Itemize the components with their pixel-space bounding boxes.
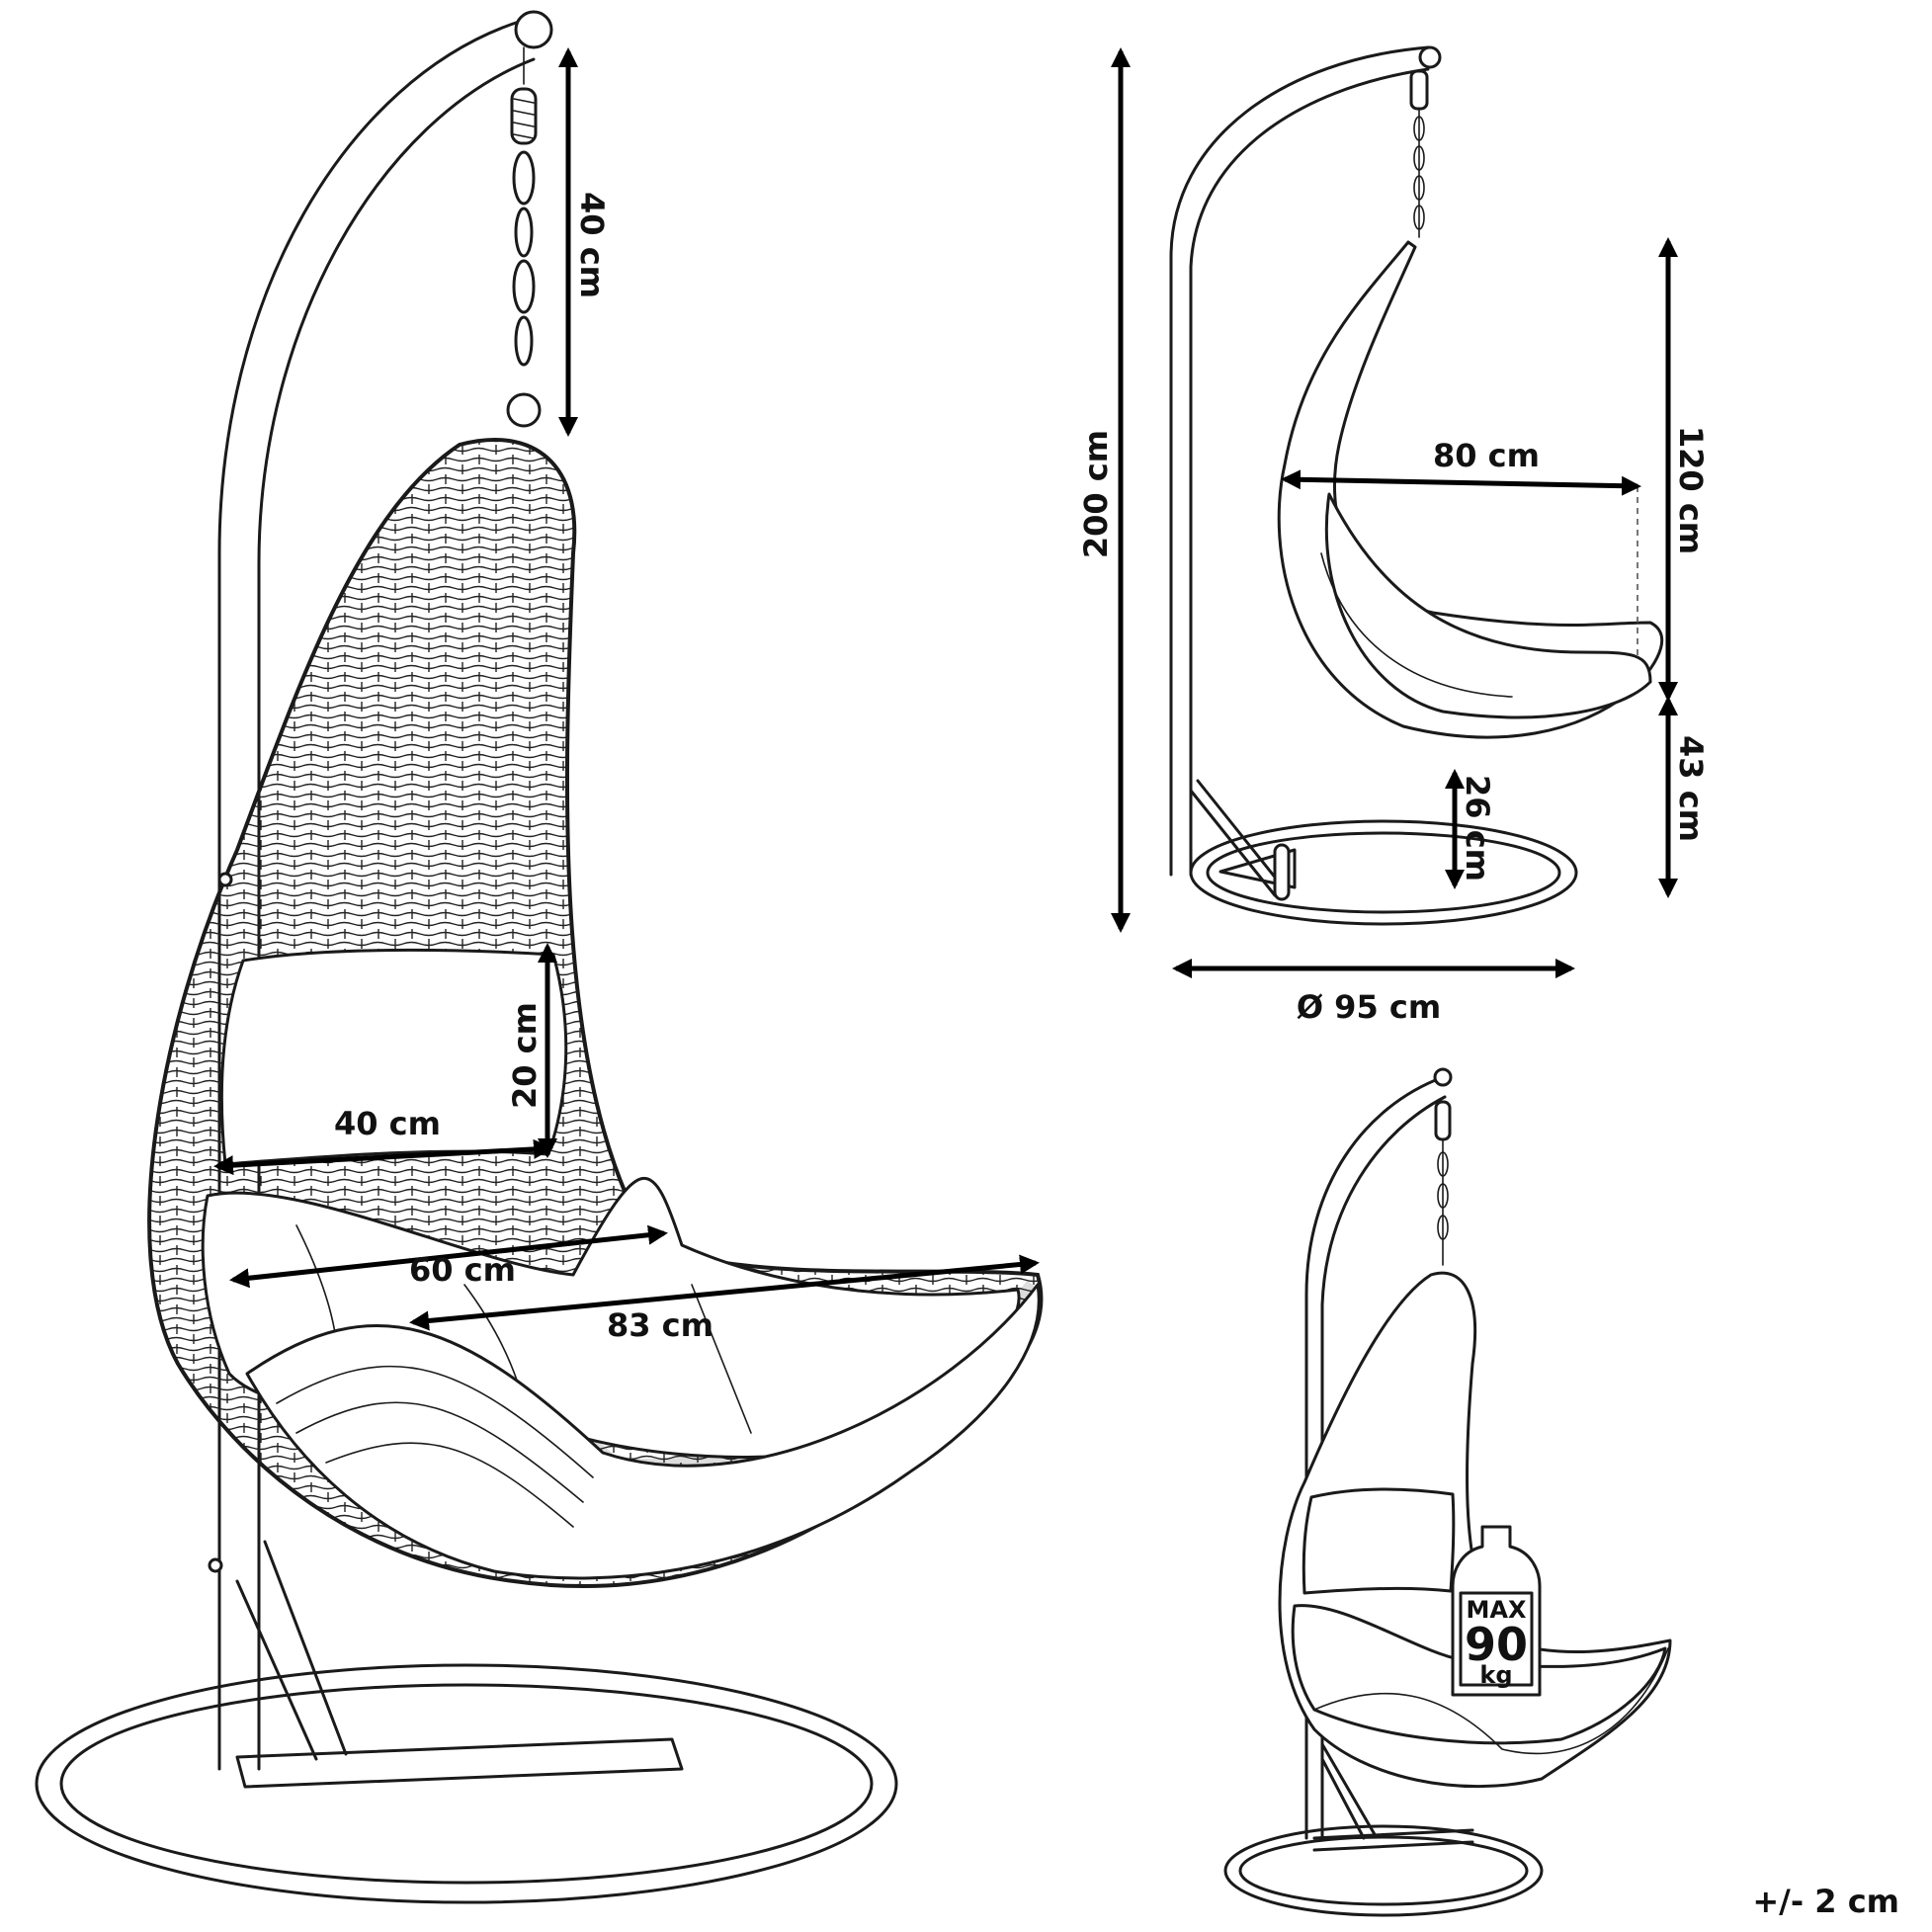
side-stand <box>1169 45 1430 877</box>
lip-weave <box>276 1365 594 1528</box>
label-total-height: 200 cm <box>1077 430 1115 558</box>
load-base-outer <box>1223 1824 1544 1917</box>
stand-arc-inner <box>257 57 536 1168</box>
label-max: MAX <box>1467 1596 1527 1624</box>
side-view-dimensions: 200 cm 80 cm 120 cm 43 cm 26 cm Ø 95 cm <box>1077 47 1710 1026</box>
load-brace <box>1320 1742 1378 1840</box>
label-chair-height: 120 cm <box>1672 426 1710 554</box>
load-pillow <box>1302 1487 1456 1595</box>
side-foot <box>1273 843 1291 901</box>
label-pillow-width: 40 cm <box>334 1105 441 1142</box>
side-base-bar <box>1218 848 1297 889</box>
dim-chair-depth <box>1281 469 1641 496</box>
label-ground-clearance: 26 cm <box>1459 775 1496 882</box>
base-ring-inner <box>59 1683 874 1885</box>
side-brace <box>1189 779 1287 897</box>
large-chair-view <box>35 10 1044 1904</box>
label-chain-length: 40 cm <box>573 192 611 298</box>
side-view <box>1169 45 1664 926</box>
load-view: MAX 90 kg <box>1223 1067 1672 1917</box>
seat-front-lip <box>245 1283 1041 1580</box>
load-chain <box>1434 1100 1452 1266</box>
side-chain <box>1409 69 1429 238</box>
weight-bottle-icon <box>1451 1525 1542 1697</box>
label-pillow-height: 20 cm <box>506 1002 544 1109</box>
large-view-dimensions: 40 cm 20 cm 40 cm 60 cm 83 cm <box>213 47 1040 1344</box>
label-seat-width: 60 cm <box>409 1251 516 1289</box>
label-base-diameter: Ø 95 cm <box>1297 988 1441 1026</box>
tolerance-note: +/- 2 cm <box>1752 1883 1899 1920</box>
base-ring-outer <box>35 1663 898 1904</box>
label-max-value: 90 <box>1465 1618 1528 1671</box>
dim-pillow-width <box>213 1138 553 1176</box>
stand-pin <box>217 872 233 887</box>
dim-seat-depth <box>409 1254 1040 1331</box>
load-stand-cap <box>1433 1067 1453 1087</box>
load-base-bar <box>1312 1828 1474 1852</box>
base-bar <box>235 1737 684 1789</box>
label-max-unit: kg <box>1479 1661 1512 1689</box>
side-base-inner <box>1206 831 1561 914</box>
stand-arc-outer <box>217 20 521 1168</box>
side-inner-line <box>1320 552 1513 698</box>
label-chair-depth: 80 cm <box>1433 437 1540 474</box>
label-seat-height: 43 cm <box>1672 735 1710 842</box>
stand-brace <box>235 1540 348 1761</box>
load-base-inner <box>1238 1835 1529 1906</box>
stand-cap <box>514 10 553 49</box>
side-stand-cap <box>1418 45 1442 69</box>
side-base-outer <box>1189 819 1578 926</box>
label-seat-depth: 83 cm <box>607 1306 714 1344</box>
stand-pin-2 <box>208 1557 223 1573</box>
load-stand <box>1304 1075 1447 1840</box>
hanging-chain <box>506 46 542 428</box>
side-cushion <box>1324 492 1652 719</box>
load-seat-lip <box>1313 1647 1669 1755</box>
